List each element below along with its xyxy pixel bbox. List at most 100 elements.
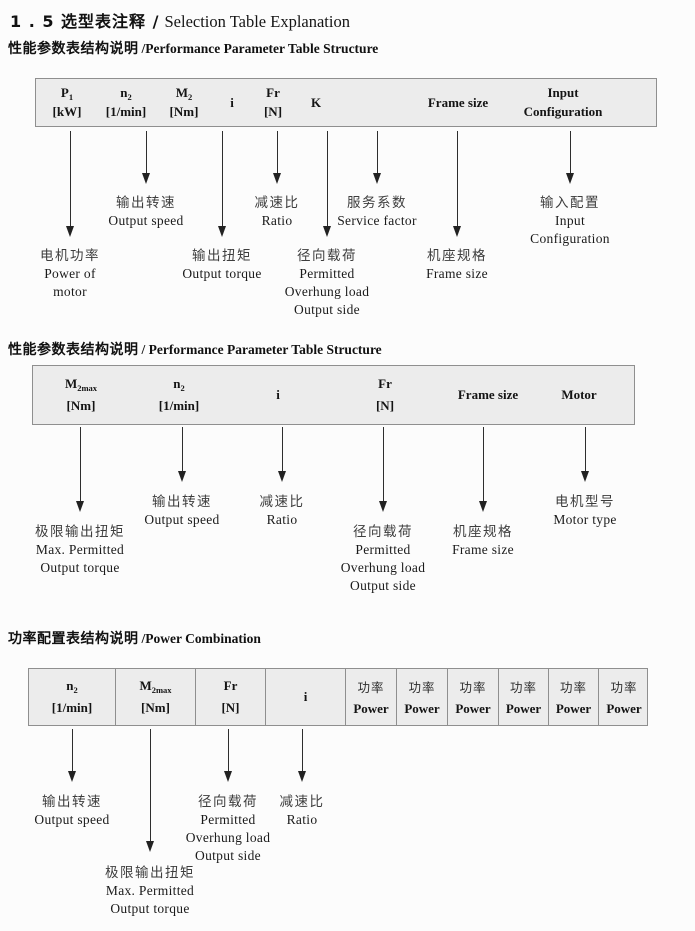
column-symbol: n2 [173,376,185,393]
column-symbol: 功率 [357,677,384,696]
column-symbol: P1 [60,85,74,103]
table-column: 功率 Power [346,669,397,725]
column-unit: Power [353,700,389,716]
arrowhead-icon [272,173,281,184]
column-symbol: i [304,689,308,705]
column-symbol-text: Fr [223,678,238,694]
arrow-label-line: Output torque [40,560,120,575]
arrow-shaft [221,131,223,227]
page-title-zh: 1 . 5 选型表注释 / [10,12,160,31]
column-unit: [kW] [52,103,82,119]
column-symbol-subscript: 2 [127,92,132,103]
arrowhead-icon [145,841,154,852]
column-symbol-text: 功率 [357,680,385,696]
arrowhead-icon [217,226,226,237]
column-symbol-subscript: 1 [68,92,74,103]
arrow-label-line: Permitted [299,266,355,281]
arrow-label-line: Output side [195,848,261,863]
arrowhead-icon [277,471,286,482]
column-symbol-text: P [60,85,69,101]
arrow-shaft [181,427,183,472]
arrowhead-icon [452,226,461,237]
arrow-label-line: 输出转速 [152,494,212,510]
section-2-heading-en: / Performance Parameter Table Structure [141,342,382,357]
column-symbol-text: 功率 [559,680,587,696]
table-column: n2[1/min] [106,79,146,126]
column-unit: [1/min] [105,103,147,119]
table-column: K [311,79,321,126]
column-symbol-subscript: 2 [180,383,185,393]
column-symbol-text: i [303,689,308,704]
column-symbol-text: 功率 [459,680,487,696]
arrow-label-line: Overhung load [284,284,370,299]
column-unit: Configuration [523,103,603,119]
column-symbol-text: Fr [378,376,392,391]
arrow-shaft [281,427,283,472]
page-title-en: Selection Table Explanation [164,12,350,31]
column-symbol: M2 [175,85,193,102]
column-symbol: Fr [378,376,392,392]
arrow-label-line: Frame size [452,542,514,557]
arrow-label-line: Permitted [355,542,411,557]
column-symbol: Fr [266,85,280,101]
arrow-shaft [145,131,147,174]
column-symbol: i [230,95,234,111]
arrow-label-line: 输出转速 [116,195,176,211]
column-symbol: 功率 [408,677,435,696]
arrow-label-line: 减速比 [254,195,300,211]
arrow-label-line: Output side [350,578,416,593]
arrowhead-icon [478,501,487,512]
table-column: Fr[N] [196,669,266,725]
arrow-label-line: 输入配置 [539,195,600,211]
table-column: i [266,669,346,725]
arrow-shaft [456,131,458,227]
arrow-shaft [276,131,278,174]
arrow-label-line: Output speed [34,812,110,827]
column-unit: Power [606,700,642,716]
arrow-label-line: Permitted [200,812,256,827]
arrowhead-icon [322,226,331,237]
arrow-label-line: 径向载荷 [296,248,357,264]
arrowhead-icon [580,471,589,482]
arrow-label-line: Output side [294,302,360,317]
arrowhead-icon [75,501,84,512]
column-unit: [Nm] [141,699,170,715]
section-1-heading-zh: 性能参数表结构说明 [8,41,139,57]
arrow-shaft [301,729,303,772]
arrow-shaft [71,729,73,772]
arrow-label-line: 径向载荷 [352,524,413,540]
column-symbol: M2max [65,376,97,393]
column-symbol: n2 [120,85,132,103]
arrow-label-line: Max. Permitted [105,883,195,898]
arrow-label-line: Ratio [266,512,298,527]
arrow-label-line: 输出转速 [42,794,102,810]
table-column: i [276,366,280,424]
arrow-label-line: motor [53,284,87,299]
column-symbol: M2max [139,678,171,695]
table-column: i [230,79,234,126]
arrow-label-line: Motor type [553,512,617,527]
column-symbol-text: K [310,94,322,110]
arrow-label-line: Power of [44,266,96,281]
arrowhead-icon [67,771,76,782]
column-symbol-text: Motor [561,387,597,402]
table-column: M2max[Nm] [65,366,97,424]
column-unit: [1/min] [158,398,200,413]
column-symbol-text: M [139,678,152,694]
arrow-label-line: 减速比 [259,494,305,510]
column-symbol-text: M [175,85,189,101]
arrow-shaft [569,131,571,174]
